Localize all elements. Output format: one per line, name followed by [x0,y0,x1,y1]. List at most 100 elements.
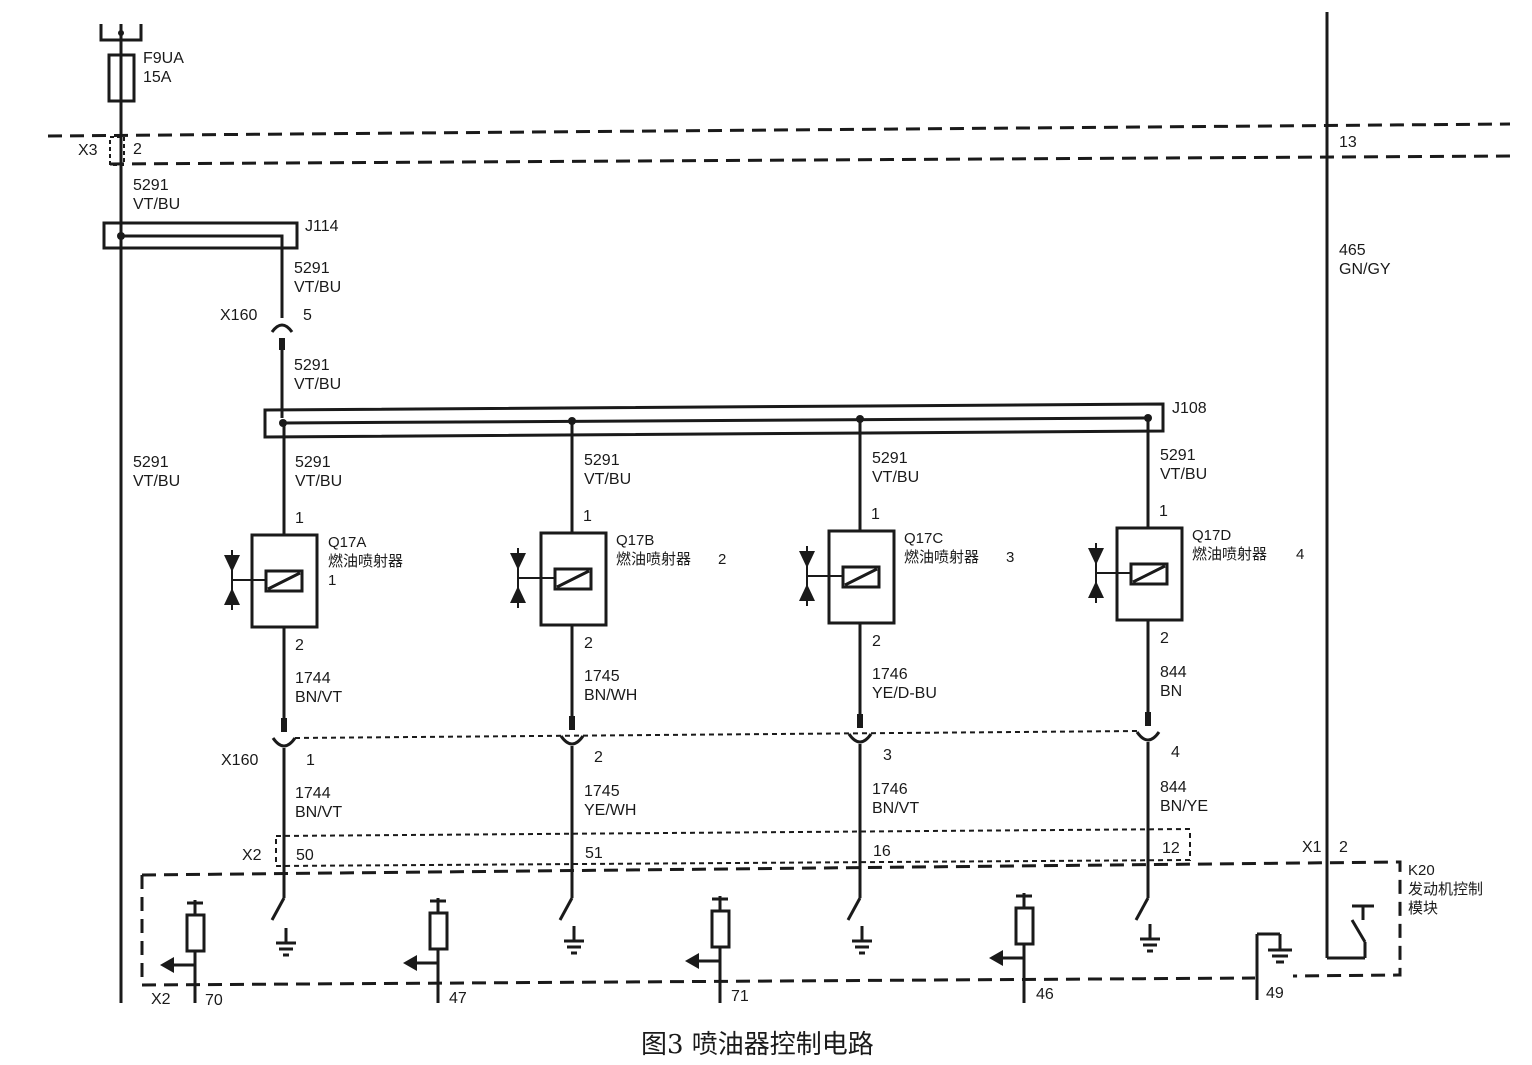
wire-465: 465 GN/GY X1 2 [1302,12,1391,958]
wire-label-color: VT/BU [584,471,631,488]
wire-number: 1744 [295,785,331,802]
j108-label: J108 [1172,400,1207,417]
wire-label-number: 5291 [584,452,620,469]
module-id: K20 [1408,862,1435,879]
injector-index: 3 [1006,549,1014,566]
injector-id: Q17B [616,532,654,549]
module-name-line2: 模块 [1408,900,1438,917]
injector-branch-4: 5291 VT/BU 1 Q17D 燃油喷射器 4 2 844 BN 4 844… [1088,418,1304,898]
wire-label-color: VT/BU [294,279,341,296]
module-name: 发动机控制 [1408,881,1483,898]
wire-color: BN/YE [1160,798,1208,815]
wire-number: 1744 [295,670,331,687]
wire-color: BN/VT [295,804,342,821]
x160-pin: 1 [306,752,315,769]
wire-color: BN [1160,683,1182,700]
x1-label: X1 [1302,839,1322,856]
fuse-rating: 15A [143,69,172,86]
injector-branch-2: 5291 VT/BU 1 Q17B 燃油喷射器 2 2 1745 BN/WH 2… [510,421,726,898]
injector-id: Q17D [1192,527,1231,544]
pin-label: 2 [584,635,593,652]
x3-label: X3 [78,142,98,159]
fuel-injector-q17a: Q17A 燃油喷射器 1 [224,533,403,629]
fuse-name: F9UA [143,50,184,67]
injector-branch-1: 5291 VT/BU 1 Q17A 燃油喷射器 1 2 1744 BN/VT 1… [224,423,403,898]
wire-color: YE/D-BU [872,685,937,702]
x2-pin: 16 [873,843,891,860]
wire-number: 844 [1160,779,1187,796]
bottom-pin-70: 70 [205,992,223,1009]
wire-number: 1745 [584,668,620,685]
fuel-injector-q17c: Q17C 燃油喷射器 3 [799,529,1014,625]
wire-color: GN/GY [1339,261,1391,278]
injector-id: Q17C [904,530,943,547]
x160-label: X160 [221,752,258,769]
engine-control-module-k20: K20 发动机控制 模块 [140,860,1483,987]
splice-j108: J108 [263,400,1207,439]
x2-pin: 12 [1162,840,1180,857]
ignition-input-switch [1327,904,1374,960]
injector-name: 燃油喷射器 [1192,545,1267,563]
splice-j114: J114 [102,218,339,250]
x160-pin: 4 [1171,744,1180,761]
bottom-pin-49: 49 [1266,985,1284,1002]
x160-pin-5: 5 [303,307,312,324]
wire-label-color: VT/BU [133,196,180,213]
bottom-pin-47: 47 [449,990,467,1007]
connector-x160-pin-5: X160 5 [220,307,312,350]
wire-label-number: 5291 [1160,447,1196,464]
connector-x2: X2 [242,827,1191,868]
bottom-pin-71: 71 [731,988,749,1005]
connector-x160-lower: X160 [221,730,1138,769]
pin-label: 2 [1160,630,1169,647]
injector-index: 1 [328,572,336,589]
injector-id: Q17A [328,534,366,551]
bottom-pins: X2 70 47 71 46 49 [0,985,1532,1025]
wire-label-color: VT/BU [133,473,180,490]
wire-number: 1746 [872,666,908,683]
fuel-injector-q17b: Q17B 燃油喷射器 2 [510,531,726,627]
x160-pin: 3 [883,747,892,764]
wire-label-color: VT/BU [872,469,919,486]
wire-label-number: 5291 [133,454,169,471]
injector-name: 燃油喷射器 [616,550,691,568]
wire-label-number: 5291 [294,260,330,277]
x160-label: X160 [220,307,257,324]
wire-number: 465 [1339,242,1366,259]
fuel-injector-q17d: Q17D 燃油喷射器 4 [1088,526,1304,622]
pin-label: 1 [1159,503,1168,520]
wire-label-number: 5291 [133,177,169,194]
wire-label-color: VT/BU [295,473,342,490]
wire-color: BN/WH [584,687,637,704]
j114-label: J114 [305,218,339,235]
injector-name: 燃油喷射器 [328,552,403,570]
wire-color: BN/VT [872,800,919,817]
wire-label-number: 5291 [294,357,330,374]
bottom-pin-46: 46 [1036,986,1054,1003]
x2-pin: 50 [296,847,314,864]
injector-branch-3: 5291 VT/BU 1 Q17C 燃油喷射器 3 2 1746 YE/D-BU… [799,419,1014,898]
injector-index: 2 [718,551,726,568]
wire-number: 844 [1160,664,1187,681]
pin-label: 2 [872,633,881,650]
x3-pin-2: 2 [133,141,142,158]
driver-switches [270,897,1160,957]
wire-label-color: VT/BU [1160,466,1207,483]
x2-pin: 51 [585,845,603,862]
pin-label: 2 [295,637,304,654]
fuse-f9ua: F9UA 15A [99,24,184,103]
feedback-resistors [160,893,1035,1003]
module-ground [1255,932,1292,1000]
x3-pin-13: 13 [1339,134,1357,151]
wire-number: 1746 [872,781,908,798]
wire-label-number: 5291 [295,454,331,471]
pin-label: 1 [583,508,592,525]
wire-color: BN/VT [295,689,342,706]
connector-x3: X3 2 13 [47,122,1511,166]
wire-color: YE/WH [584,802,636,819]
injector-name: 燃油喷射器 [904,548,979,566]
injector-index: 4 [1296,546,1304,563]
figure-caption: 图3 喷油器控制电路 [641,1030,874,1060]
x2-label: X2 [242,847,262,864]
